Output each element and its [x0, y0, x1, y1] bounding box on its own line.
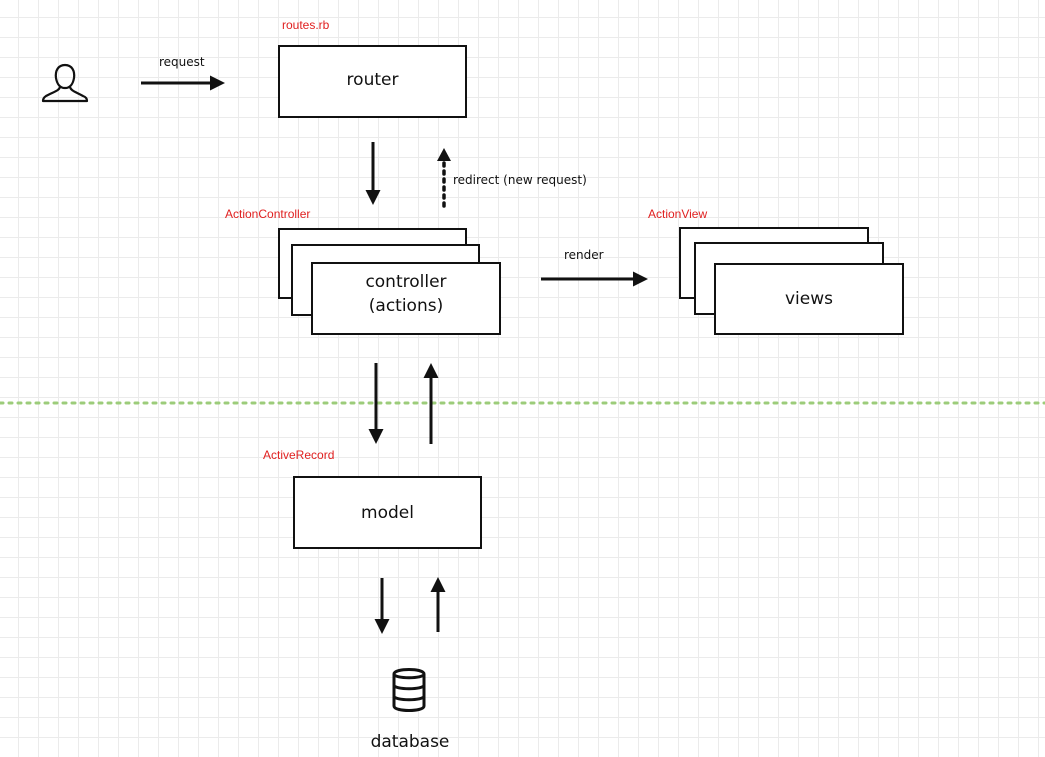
controller-box: controller (actions)	[311, 262, 501, 335]
model-label: model	[361, 503, 414, 523]
controller-actions-label: (actions)	[368, 296, 444, 316]
active-record-label: ActiveRecord	[263, 448, 335, 462]
action-controller-label: ActionController	[225, 207, 311, 221]
database-label: database	[370, 732, 450, 752]
action-view-label: ActionView	[648, 207, 708, 221]
router-file-label: routes.rb	[282, 18, 330, 32]
controller-label: controller	[365, 272, 447, 292]
database-icon	[392, 668, 426, 712]
user-icon	[41, 63, 89, 103]
router-label: router	[346, 70, 399, 90]
redirect-arrowhead	[437, 148, 451, 161]
views-box: views	[714, 263, 904, 335]
router-box: router	[278, 45, 467, 118]
request-label: request	[159, 55, 205, 69]
render-label: render	[564, 248, 604, 262]
views-label: views	[784, 289, 833, 309]
redirect-label: redirect (new request)	[453, 173, 587, 187]
model-box: model	[293, 476, 482, 549]
